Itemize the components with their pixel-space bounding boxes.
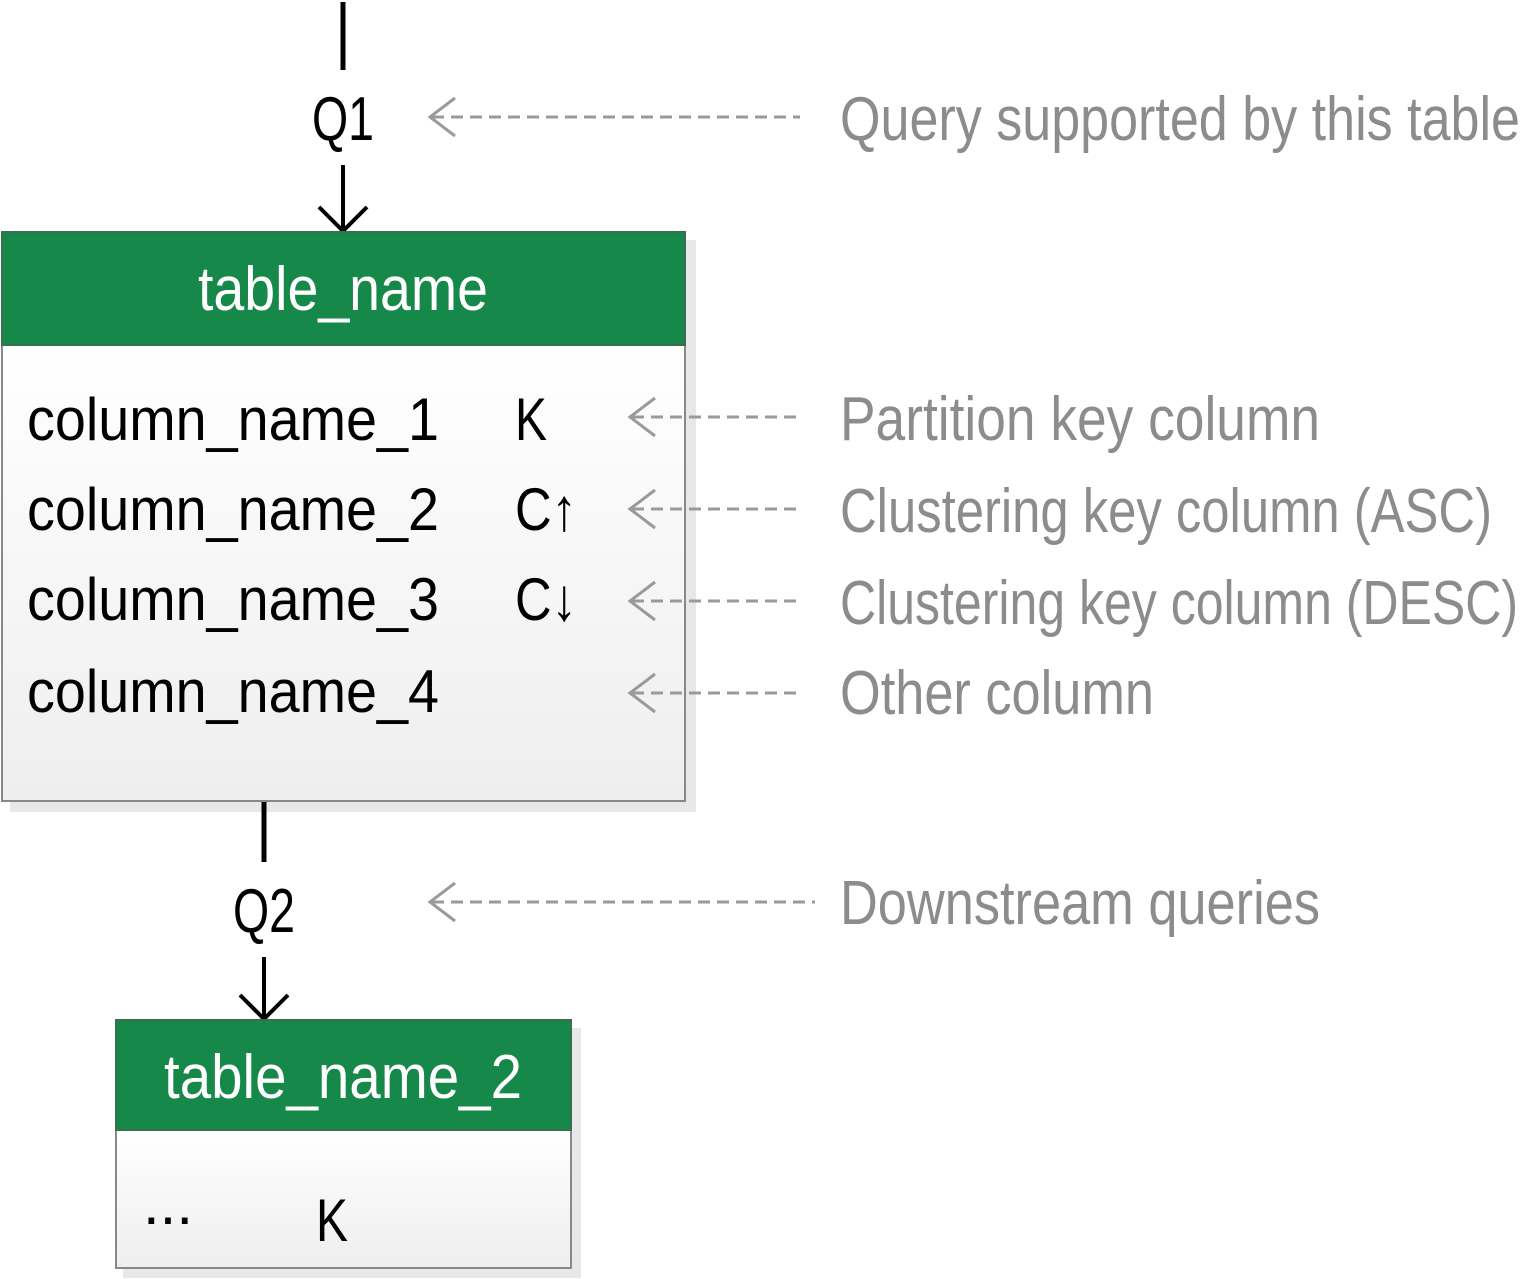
key-marker-3: C↓ bbox=[515, 566, 577, 633]
table2-header bbox=[115, 1019, 572, 1131]
table-name-box: table_name column_name_1 K column_name_2… bbox=[1, 231, 696, 812]
table-title: table_name bbox=[198, 255, 488, 324]
table-header bbox=[1, 231, 686, 346]
table-name-2-box: table_name_2 ... K bbox=[115, 1019, 581, 1278]
q1-label: Q1 bbox=[312, 85, 374, 154]
q2-label: Q2 bbox=[233, 877, 295, 946]
table-body bbox=[1, 344, 686, 802]
column-name-2: column_name_2 bbox=[27, 476, 439, 543]
open-arrowhead-icon bbox=[627, 488, 656, 530]
open-arrowhead-icon bbox=[627, 396, 656, 438]
open-arrowhead-icon bbox=[627, 580, 656, 622]
open-arrowhead-icon bbox=[427, 96, 456, 138]
annotation-partition: Partition key column bbox=[840, 385, 1320, 454]
table2-body bbox=[115, 1129, 572, 1269]
key-marker-1: K bbox=[515, 386, 547, 453]
column-name-3: column_name_3 bbox=[27, 566, 439, 633]
annotation-clustering-desc: Clustering key column (DESC) bbox=[840, 569, 1518, 638]
annotation-downstream: Downstream queries bbox=[840, 869, 1320, 938]
table2-title: table_name_2 bbox=[164, 1043, 522, 1112]
annotation-query: Query supported by this table bbox=[840, 85, 1520, 154]
column-name-1: column_name_1 bbox=[27, 386, 439, 453]
open-arrowhead-icon bbox=[427, 881, 456, 923]
annotation-clustering-asc: Clustering key column (ASC) bbox=[840, 477, 1492, 546]
annotation-other: Other column bbox=[840, 659, 1154, 728]
table2-key-marker: K bbox=[316, 1187, 348, 1254]
column-name-4: column_name_4 bbox=[27, 658, 439, 725]
open-arrowhead-icon bbox=[627, 672, 656, 714]
key-marker-2: C↑ bbox=[515, 476, 577, 543]
table2-column-ellipsis: ... bbox=[143, 1170, 193, 1237]
